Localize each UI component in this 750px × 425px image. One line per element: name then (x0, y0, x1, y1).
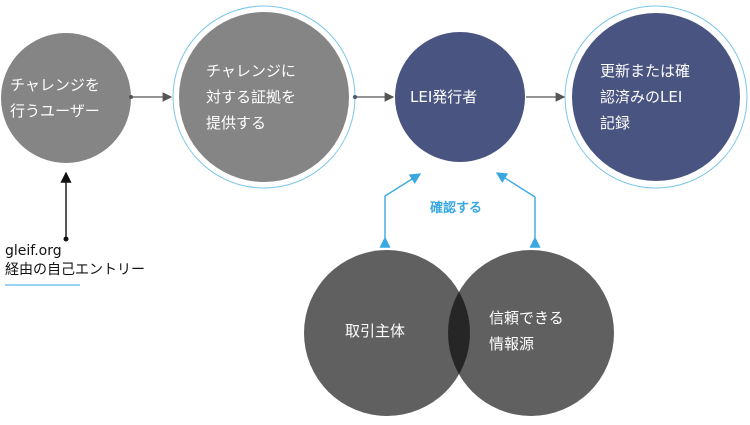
result-circle (572, 13, 740, 181)
entry-arrow (60, 171, 72, 242)
source-label: 信頼できる 情報源 (489, 309, 564, 353)
issuer-label: LEI発行者 (410, 88, 478, 106)
entry-line1: gleif.org (5, 243, 62, 259)
entity-label: 取引主体 (345, 322, 406, 340)
challenger-circle (1, 33, 131, 163)
flow-arrow-2 (353, 92, 395, 102)
evidence-label: チャレンジに 対する証拠を 提供する (206, 62, 297, 132)
challenger-label: チャレンジを 行うユーザー (10, 76, 100, 120)
verify-arrow-right (495, 172, 541, 248)
verify-arrow-left (379, 173, 422, 248)
issuer-circle (395, 32, 525, 162)
evidence-circle (179, 12, 349, 182)
flow-arrow-1 (129, 92, 173, 102)
entry-line2: 経由の自己エントリー (5, 262, 145, 278)
verify-label: 確認する (430, 201, 483, 216)
source-circle (448, 250, 614, 416)
entity-circle (304, 250, 470, 416)
result-label: 更新または確 認済みのLEI 記録 (600, 62, 691, 132)
